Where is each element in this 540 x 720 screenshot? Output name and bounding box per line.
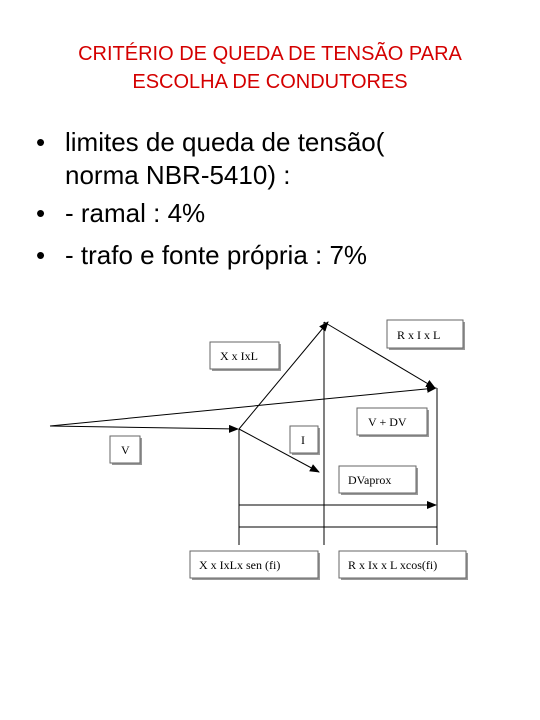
bullet-list: limites de queda de tensão( norma NBR-54… <box>36 126 516 281</box>
phasor-x-i-l <box>238 321 329 430</box>
label-v: V <box>121 443 130 457</box>
label-x-i-l: X x IxL <box>220 349 258 363</box>
label-box-dvaprox: DVaprox <box>338 465 418 495</box>
bullet-text: - ramal : 4% <box>65 198 206 228</box>
phasor-r-i-l <box>323 321 436 389</box>
bullet-item-voltage-limits: limites de queda de tensão( norma NBR-54… <box>36 126 516 192</box>
bullet-item-trafo: - trafo e fonte própria : 7% <box>36 239 516 272</box>
bullet-text: - trafo e fonte própria : 7% <box>65 240 368 270</box>
label-v-plus-dv: V + DV <box>368 415 407 429</box>
phasor-v <box>49 424 239 433</box>
label-box-v: V <box>109 435 142 465</box>
slide-title-line-1: CRITÉRIO DE QUEDA DE TENSÃO PARA <box>78 43 462 65</box>
label-box-v-plus-dv: V + DV <box>356 407 429 437</box>
phasor-i <box>238 428 320 473</box>
bullet-text-line-2: norma NBR-5410) : <box>65 160 291 190</box>
label-r-i-l: R x I x L <box>397 328 440 342</box>
label-dvaprox: DVaprox <box>348 473 391 487</box>
bullet-text-line-1: limites de queda de tensão( <box>65 127 385 157</box>
slide-title-line-2: ESCOLHA DE CONDUTORES <box>132 71 408 93</box>
label-box-i: I <box>289 425 320 455</box>
label-box-r-i-l: R x I x L <box>386 319 465 350</box>
slide-title: CRITÉRIO DE QUEDA DE TENSÃO PARA ESCOLHA… <box>0 40 540 96</box>
label-box-x-i-l: X x IxL <box>209 341 281 371</box>
label-x-sen: X x IxLx sen (fi) <box>199 558 280 572</box>
phasor-v-plus-dv <box>49 384 437 427</box>
label-box-x-sen: X x IxLx sen (fi) <box>189 550 320 580</box>
voltage-drop-phasor-diagram: X x IxL R x I x L V I V + DV DVaprox X x… <box>49 319 468 580</box>
bullet-item-ramal: - ramal : 4% <box>36 197 516 230</box>
label-box-r-cos: R x Ix x L xcos(fi) <box>338 550 468 580</box>
label-r-cos: R x Ix x L xcos(fi) <box>348 558 437 572</box>
label-i: I <box>301 433 305 447</box>
